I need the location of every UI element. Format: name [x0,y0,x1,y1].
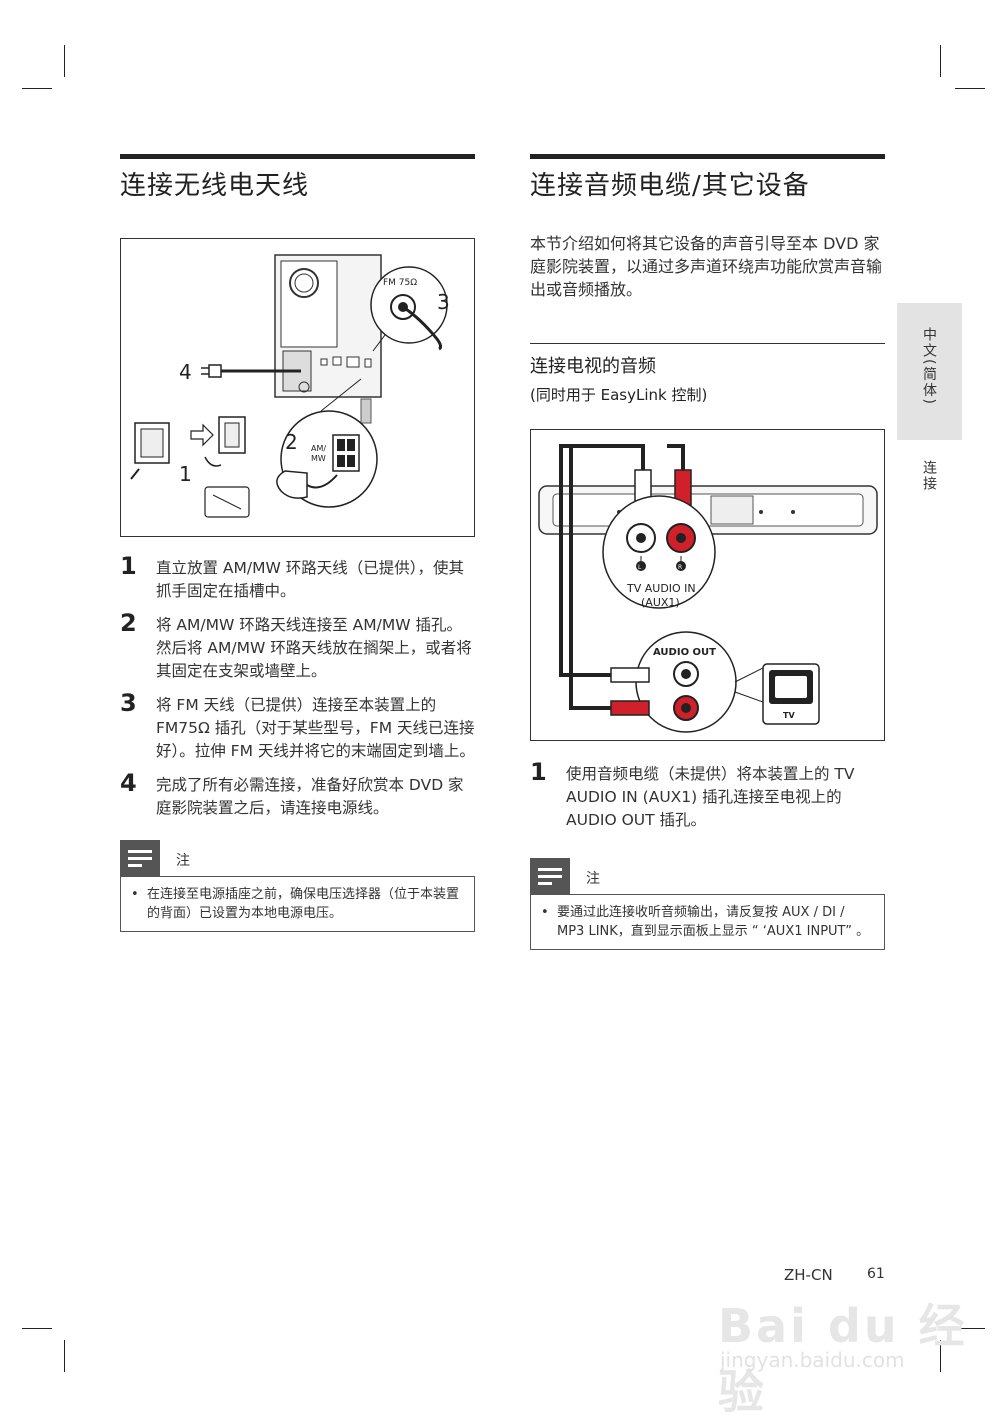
antenna-steps: 1 直立放置 AM/MW 环路天线（已提供），使其抓手固定在插槽中。 2 将 A… [120,552,475,820]
subsection-note: (同时用于 EasyLink 控制) [530,386,708,404]
note-box: • 要通过此连接收听音频输出，请反复按 AUX / DI / MP3 LINK，… [530,894,885,950]
crop-mark [955,88,985,89]
language-tab: 中文(简体) [897,303,962,440]
watermark-logo: Bai du 经验 [718,1299,968,1419]
note-block: 注 • 要通过此连接收听音频输出，请反复按 AUX / DI / MP3 LIN… [530,858,885,950]
aux1-label: (AUX1) [641,596,680,609]
crop-mark [22,1328,52,1329]
note-bullet: • [541,905,549,920]
crop-mark [22,88,52,89]
step-number: 3 [120,689,137,717]
step-item: 2 将 AM/MW 环路天线连接至 AM/MW 插孔。然后将 AM/MW 环路天… [120,609,475,683]
note-header: 注 [530,858,885,894]
step-text: 直立放置 AM/MW 环路天线（已提供），使其抓手固定在插槽中。 [156,559,465,600]
section-title: 连接无线电天线 [120,171,310,201]
step-item: 4 完成了所有必需连接，准备好欣赏本 DVD 家庭影院装置之后，请连接电源线。 [120,769,475,820]
crop-mark [64,1340,65,1372]
note-label: 注 [586,871,600,887]
note-header: 注 [120,840,475,876]
r-label: R [678,564,682,571]
subsection-rule [530,343,885,344]
step-text: 完成了所有必需连接，准备好欣赏本 DVD 家庭影院装置之后，请连接电源线。 [156,776,464,817]
step-item: 3 将 FM 天线（已提供）连接至本装置上的 FM75Ω 插孔（对于某些型号，F… [120,689,475,763]
step-number: 1 [530,758,547,786]
watermark-url: jingyan.baidu.com [720,1348,905,1372]
step-number: 2 [120,609,137,637]
audio-steps: 1 使用音频电缆（未提供）将本装置上的 TV AUDIO IN (AUX1) 插… [530,758,885,832]
callout-3: 3 [437,290,450,314]
audio-connection-diagram: L R TV AUDIO IN (AUX1) AUDIO OUT TV [538,444,878,733]
section-rule [120,154,475,159]
intro-paragraph: 本节介绍如何将其它设备的声音引导至本 DVD 家庭影院装置，以通过多声道环绕声功… [530,234,883,299]
step-text: 将 AM/MW 环路天线连接至 AM/MW 插孔。然后将 AM/MW 环路天线放… [156,616,472,680]
callout-4: 4 [179,360,192,384]
section-title: 连接音频电缆/其它设备 [530,171,810,201]
crop-mark [940,1340,941,1372]
left-column: 连接无线电天线 4 FM 75Ω [120,154,475,932]
amfm-label-1: AM/ [311,444,326,453]
step-number: 4 [120,769,137,797]
step-text: 将 FM 天线（已提供）连接至本装置上的 FM75Ω 插孔（对于某些型号，FM … [156,696,475,760]
note-bullet: • [131,887,139,902]
antenna-diagram: 4 FM 75Ω 3 AM/ MW 2 [130,254,450,518]
section-tab-label: 连接 [921,460,937,492]
step-item: 1 直立放置 AM/MW 环路天线（已提供），使其抓手固定在插槽中。 [120,552,475,603]
note-text: 在连接至电源插座之前，确保电压选择器（位于本装置的背面）已设置为本地电源电压。 [147,887,460,921]
step-number: 1 [120,552,137,580]
note-box: • 在连接至电源插座之前，确保电压选择器（位于本装置的背面）已设置为本地电源电压… [120,876,475,932]
footer-language: ZH-CN [784,1266,833,1284]
subsection-title: 连接电视的音频 [530,356,656,377]
tv-audio-in-label: TV AUDIO IN [626,582,696,595]
note-text: 要通过此连接收听音频输出，请反复按 AUX / DI / MP3 LINK，直到… [557,905,870,939]
amfm-label-2: MW [311,454,326,463]
page-number: 61 [867,1266,885,1282]
audio-figure: L R TV AUDIO IN (AUX1) AUDIO OUT TV [530,429,885,741]
callout-2: 2 [285,430,298,454]
note-block: 注 • 在连接至电源插座之前，确保电压选择器（位于本装置的背面）已设置为本地电源… [120,840,475,932]
crop-mark [940,45,941,77]
crop-mark [64,45,65,77]
fm-label: FM 75Ω [383,278,417,288]
tv-label: TV [783,711,795,720]
step-text: 使用音频电缆（未提供）将本装置上的 TV AUDIO IN (AUX1) 插孔连… [566,765,855,829]
note-icon [120,840,160,876]
right-column: 连接音频电缆/其它设备 本节介绍如何将其它设备的声音引导至本 DVD 家庭影院装… [530,154,885,950]
antenna-figure: 4 FM 75Ω 3 AM/ MW 2 [120,238,475,537]
l-label: L [638,564,642,571]
crop-mark [955,1328,985,1329]
note-label: 注 [176,853,190,869]
note-icon [530,858,570,894]
callout-1: 1 [179,462,192,486]
language-tab-label: 中文(简体) [921,327,937,406]
step-item: 1 使用音频电缆（未提供）将本装置上的 TV AUDIO IN (AUX1) 插… [530,758,885,832]
audio-out-label: AUDIO OUT [653,647,716,658]
section-rule [530,154,885,159]
